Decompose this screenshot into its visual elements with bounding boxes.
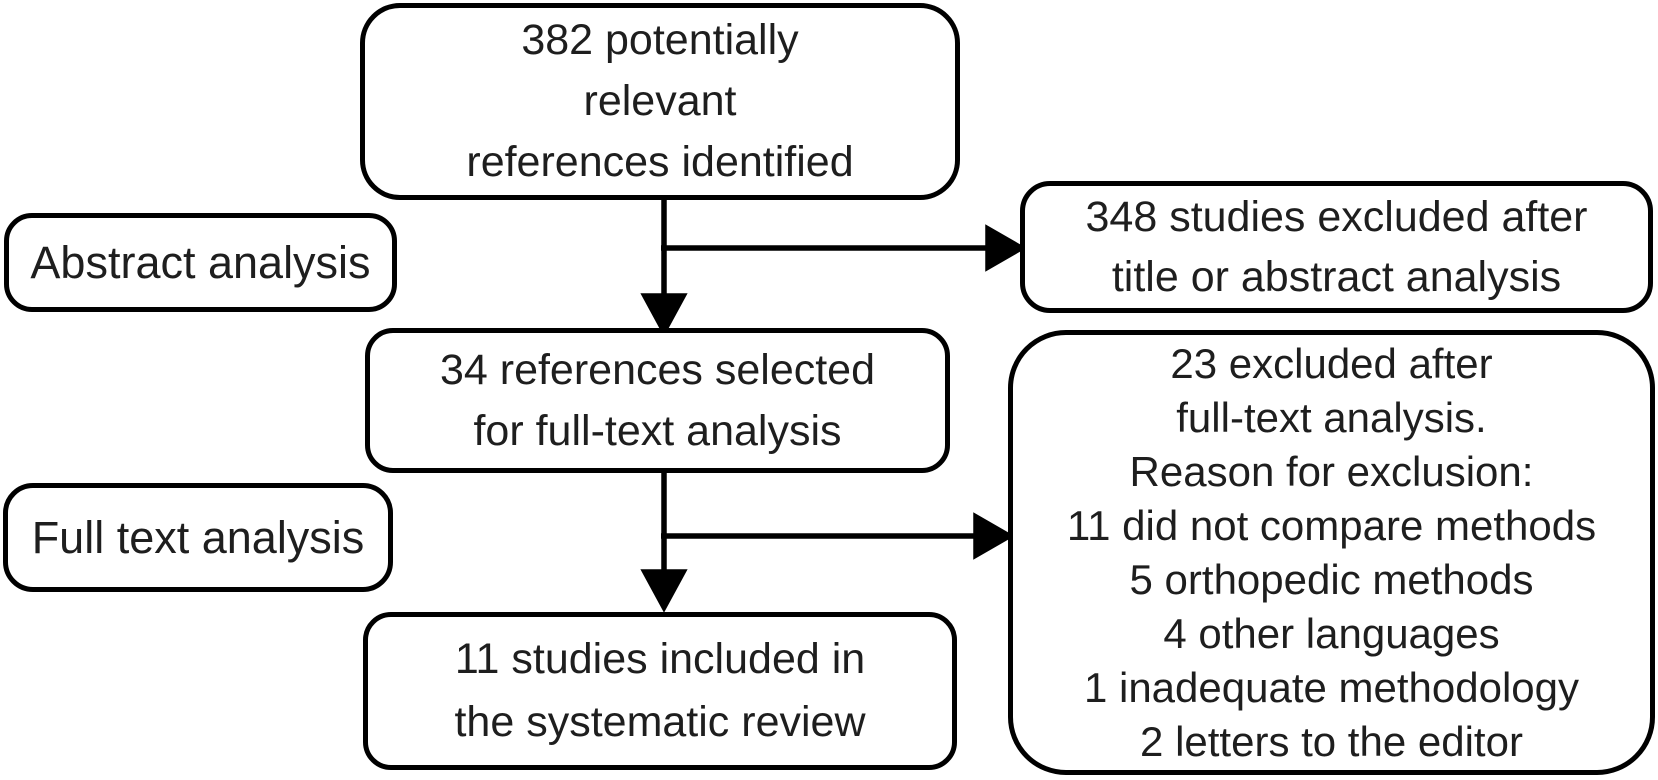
box-line: full-text analysis. <box>1176 393 1487 441</box>
box-references-identified: 382 potentially relevant references iden… <box>360 3 960 200</box>
box-stage-full-text-analysis: Full text analysis <box>3 483 393 592</box>
box-line: title or abstract analysis <box>1111 253 1562 301</box>
box-line: the systematic review <box>454 698 866 746</box>
connector-identified-to-excluded-abstract <box>661 224 1027 272</box>
box-line: references identified <box>466 138 854 186</box>
box-line: 11 did not compare methods <box>1066 501 1597 549</box>
arrow-right-head-icon <box>973 512 1015 560</box>
stage-label: Full text analysis <box>31 511 365 563</box>
box-included-in-review: 11 studies included in the systematic re… <box>363 612 957 770</box>
connector-selected-to-included <box>640 473 688 613</box>
box-line: 348 studies excluded after <box>1085 193 1588 241</box>
box-line: for full-text analysis <box>473 406 842 455</box>
box-excluded-after-abstract: 348 studies excluded after title or abst… <box>1020 181 1653 313</box>
box-line: 5 orthopedic methods <box>1129 555 1534 603</box>
arrow-right-head-icon <box>985 224 1027 272</box>
connector-selected-to-excluded-fulltext <box>661 512 1015 560</box>
box-line: 2 letters to the editor <box>1140 717 1523 765</box>
box-line: 23 excluded after <box>1170 339 1493 387</box>
stage-label: Abstract analysis <box>30 236 371 288</box>
box-line: 382 potentially <box>521 16 799 64</box>
arrow-down-head-icon <box>640 569 688 613</box>
box-line: 34 references selected <box>439 345 876 394</box>
box-line: 1 inadequate methodology <box>1083 663 1580 711</box>
box-stage-abstract-analysis: Abstract analysis <box>4 213 397 312</box>
box-selected-for-fulltext: 34 references selected for full-text ana… <box>365 328 950 473</box>
arrow-down-head-icon <box>640 293 688 337</box>
box-line: 4 other languages <box>1163 609 1500 657</box>
box-line: 11 studies included in <box>454 635 866 683</box>
box-excluded-after-fulltext: 23 excluded after full-text analysis. Re… <box>1008 330 1655 775</box>
box-line: relevant <box>583 77 737 125</box>
box-line: Reason for exclusion: <box>1129 447 1534 495</box>
connector-identified-to-selected <box>640 200 688 337</box>
